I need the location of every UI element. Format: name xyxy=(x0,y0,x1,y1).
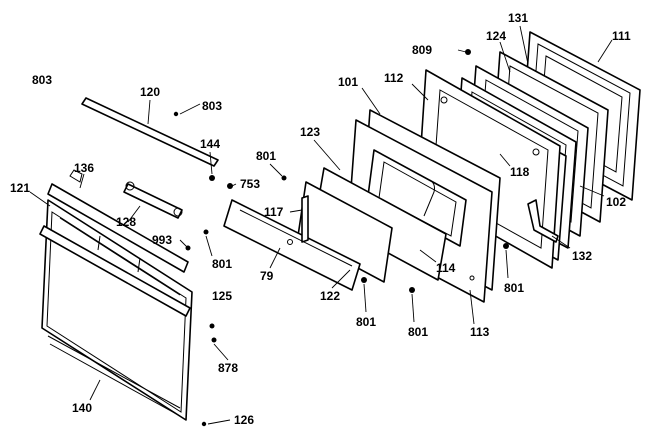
label-140: 140 xyxy=(72,401,92,415)
label-801c: 801 xyxy=(504,281,524,295)
label-801a: 801 xyxy=(212,257,232,271)
bracket-132 xyxy=(527,199,559,243)
label-101: 101 xyxy=(338,75,358,89)
label-993: 993 xyxy=(152,233,172,247)
label-803a: 803 xyxy=(32,73,52,87)
label-102: 102 xyxy=(606,195,626,209)
label-117: 117 xyxy=(264,205,284,219)
label-118: 118 xyxy=(510,165,530,179)
label-803b: 803 xyxy=(202,99,222,113)
label-753: 753 xyxy=(240,177,260,191)
label-878: 878 xyxy=(218,361,238,375)
label-122: 122 xyxy=(320,289,340,303)
part-labels: 803 120 803 144 136 121 128 753 993 801 … xyxy=(10,11,631,427)
label-124: 124 xyxy=(486,29,506,43)
trim-136 xyxy=(47,169,189,273)
vent-79 xyxy=(223,199,361,291)
glass-122 xyxy=(297,181,393,283)
label-123: 123 xyxy=(300,125,320,139)
outer-door-121 xyxy=(39,199,193,421)
label-144: 144 xyxy=(200,137,220,151)
label-131: 131 xyxy=(508,11,528,25)
label-128: 128 xyxy=(116,215,136,229)
label-121: 121 xyxy=(10,181,30,195)
label-114: 114 xyxy=(436,261,456,275)
label-801b: 801 xyxy=(256,149,276,163)
trim-140 xyxy=(47,335,181,417)
handle-128 xyxy=(123,181,183,219)
label-112: 112 xyxy=(384,71,404,85)
label-113: 113 xyxy=(470,325,490,339)
label-136: 136 xyxy=(74,161,94,175)
label-125: 125 xyxy=(212,289,232,303)
label-111: 111 xyxy=(612,29,631,43)
label-126: 126 xyxy=(234,413,254,427)
label-79: 79 xyxy=(260,269,274,283)
bracket-117 xyxy=(301,195,309,243)
label-809: 809 xyxy=(412,43,432,57)
label-132: 132 xyxy=(572,249,592,263)
label-801d: 801 xyxy=(356,315,376,329)
label-801e: 801 xyxy=(408,325,428,339)
label-120: 120 xyxy=(140,85,160,99)
strip-120 xyxy=(81,97,219,167)
leader-lines xyxy=(29,25,613,425)
screws xyxy=(173,49,509,427)
